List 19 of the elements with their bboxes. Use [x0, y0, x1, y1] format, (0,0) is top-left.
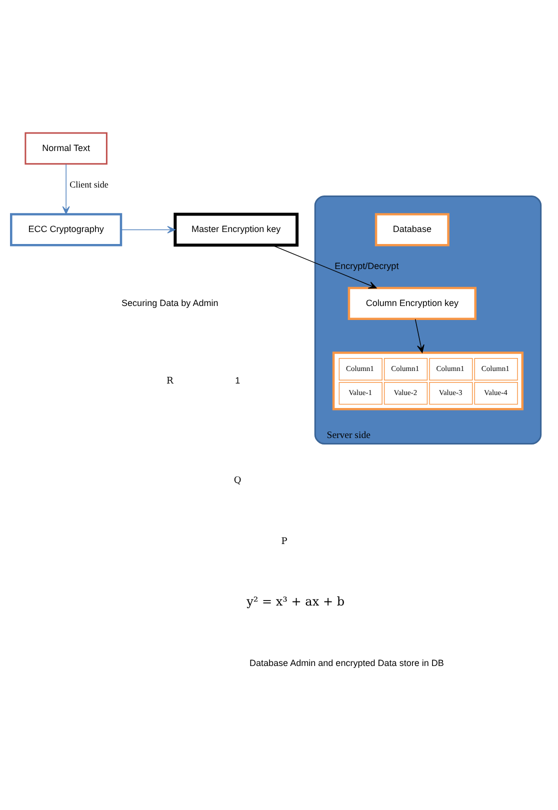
node-box: ECC Cryptography — [10, 213, 122, 246]
label: Securing Data by Admin — [122, 298, 218, 308]
arrow — [414, 318, 424, 353]
node-box: Database — [374, 213, 450, 246]
label: y² = x³ + ax + b — [246, 594, 345, 608]
label: Database Admin and encrypted Data store in DB — [249, 658, 444, 668]
node-box: Normal Text — [24, 132, 108, 165]
edge-label: Encrypt/Decrypt — [334, 260, 399, 271]
arrow — [62, 164, 70, 214]
node-box: Column1 Column1 Column1 Column1 Value-1 Value-2 Value-3 Value-4 — [332, 352, 524, 410]
arrow — [120, 226, 176, 234]
node-box: Master Encryption key — [174, 212, 299, 247]
label: P — [281, 536, 288, 547]
edge-label: Client side — [70, 180, 108, 190]
arrow — [272, 244, 377, 289]
node-box: Column Encryption key — [348, 286, 476, 320]
label: Q — [234, 476, 242, 486]
label: 1 — [235, 375, 240, 386]
label: R — [166, 376, 174, 386]
